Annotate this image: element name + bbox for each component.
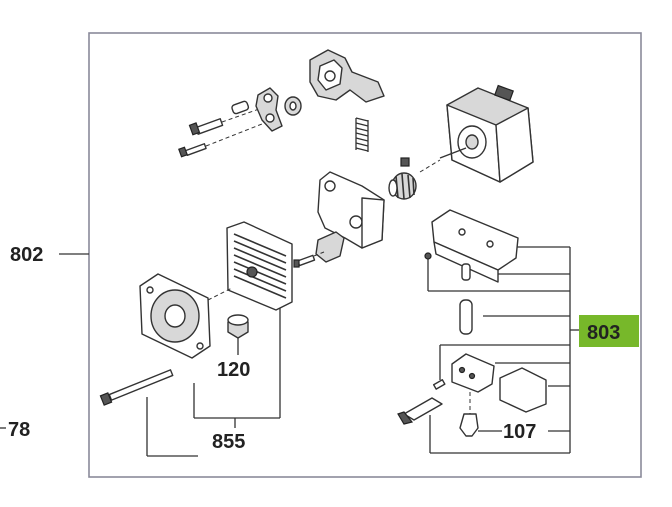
- part-label-78: 78: [8, 419, 30, 441]
- block-part-803: [424, 209, 519, 335]
- spacer-sleeve: [227, 314, 249, 339]
- leader-lines: [0, 246, 580, 457]
- part-label-803: 803: [587, 322, 620, 344]
- upper-screws: [178, 107, 263, 158]
- long-bolt: [99, 369, 174, 406]
- main-body-plate: [317, 171, 385, 249]
- stepper-motor: [419, 84, 534, 183]
- top-housing: [309, 49, 385, 103]
- heater-block: [397, 353, 547, 437]
- drive-gear: [388, 157, 417, 200]
- cooling-fan: [139, 273, 233, 359]
- part-label-120: 120: [217, 359, 250, 381]
- diagram-frame: [88, 32, 642, 478]
- latch-and-screw: [293, 231, 345, 268]
- part-label-107: 107: [503, 421, 536, 443]
- lever-arm-assembly: [231, 87, 302, 132]
- part-label-802: 802: [10, 244, 43, 266]
- spring: [355, 117, 369, 152]
- part-label-803-highlight: [579, 315, 639, 347]
- heatsink: [226, 221, 293, 311]
- part-label-855: 855: [212, 431, 245, 453]
